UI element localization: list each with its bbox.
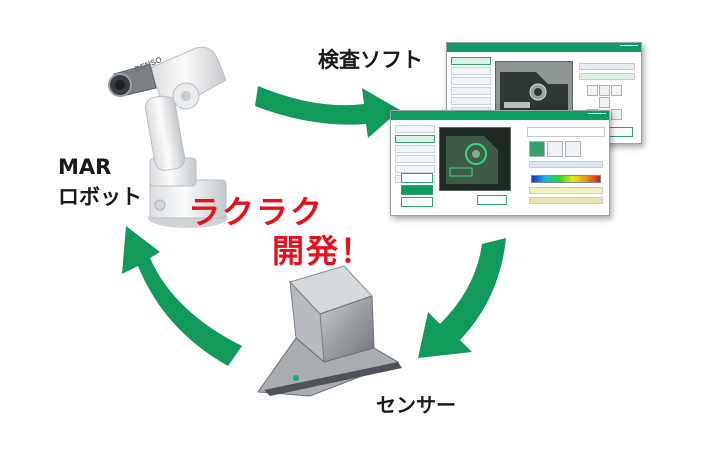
robot-label-line2: ロボット xyxy=(58,185,142,209)
software-label: 検査ソフト xyxy=(318,48,423,72)
sensor-label: センサー xyxy=(376,393,456,417)
software-window-front xyxy=(390,110,610,216)
arrow-software-to-sensor xyxy=(418,238,506,358)
sensor-hood-icon xyxy=(257,265,402,397)
camera-image-panel xyxy=(439,127,511,191)
robot-label: MAR ロボット xyxy=(58,152,142,212)
robot-label-line1: MAR xyxy=(58,155,112,179)
slogan-line2: 開発！ xyxy=(272,232,375,270)
arrow-robot-to-software xyxy=(255,86,400,138)
window-titlebar xyxy=(447,43,641,52)
arrow-sensor-to-robot xyxy=(122,226,242,366)
robot-arm-icon xyxy=(108,46,228,228)
window-titlebar xyxy=(391,111,609,120)
slogan-line1: ラクラク xyxy=(188,193,325,231)
